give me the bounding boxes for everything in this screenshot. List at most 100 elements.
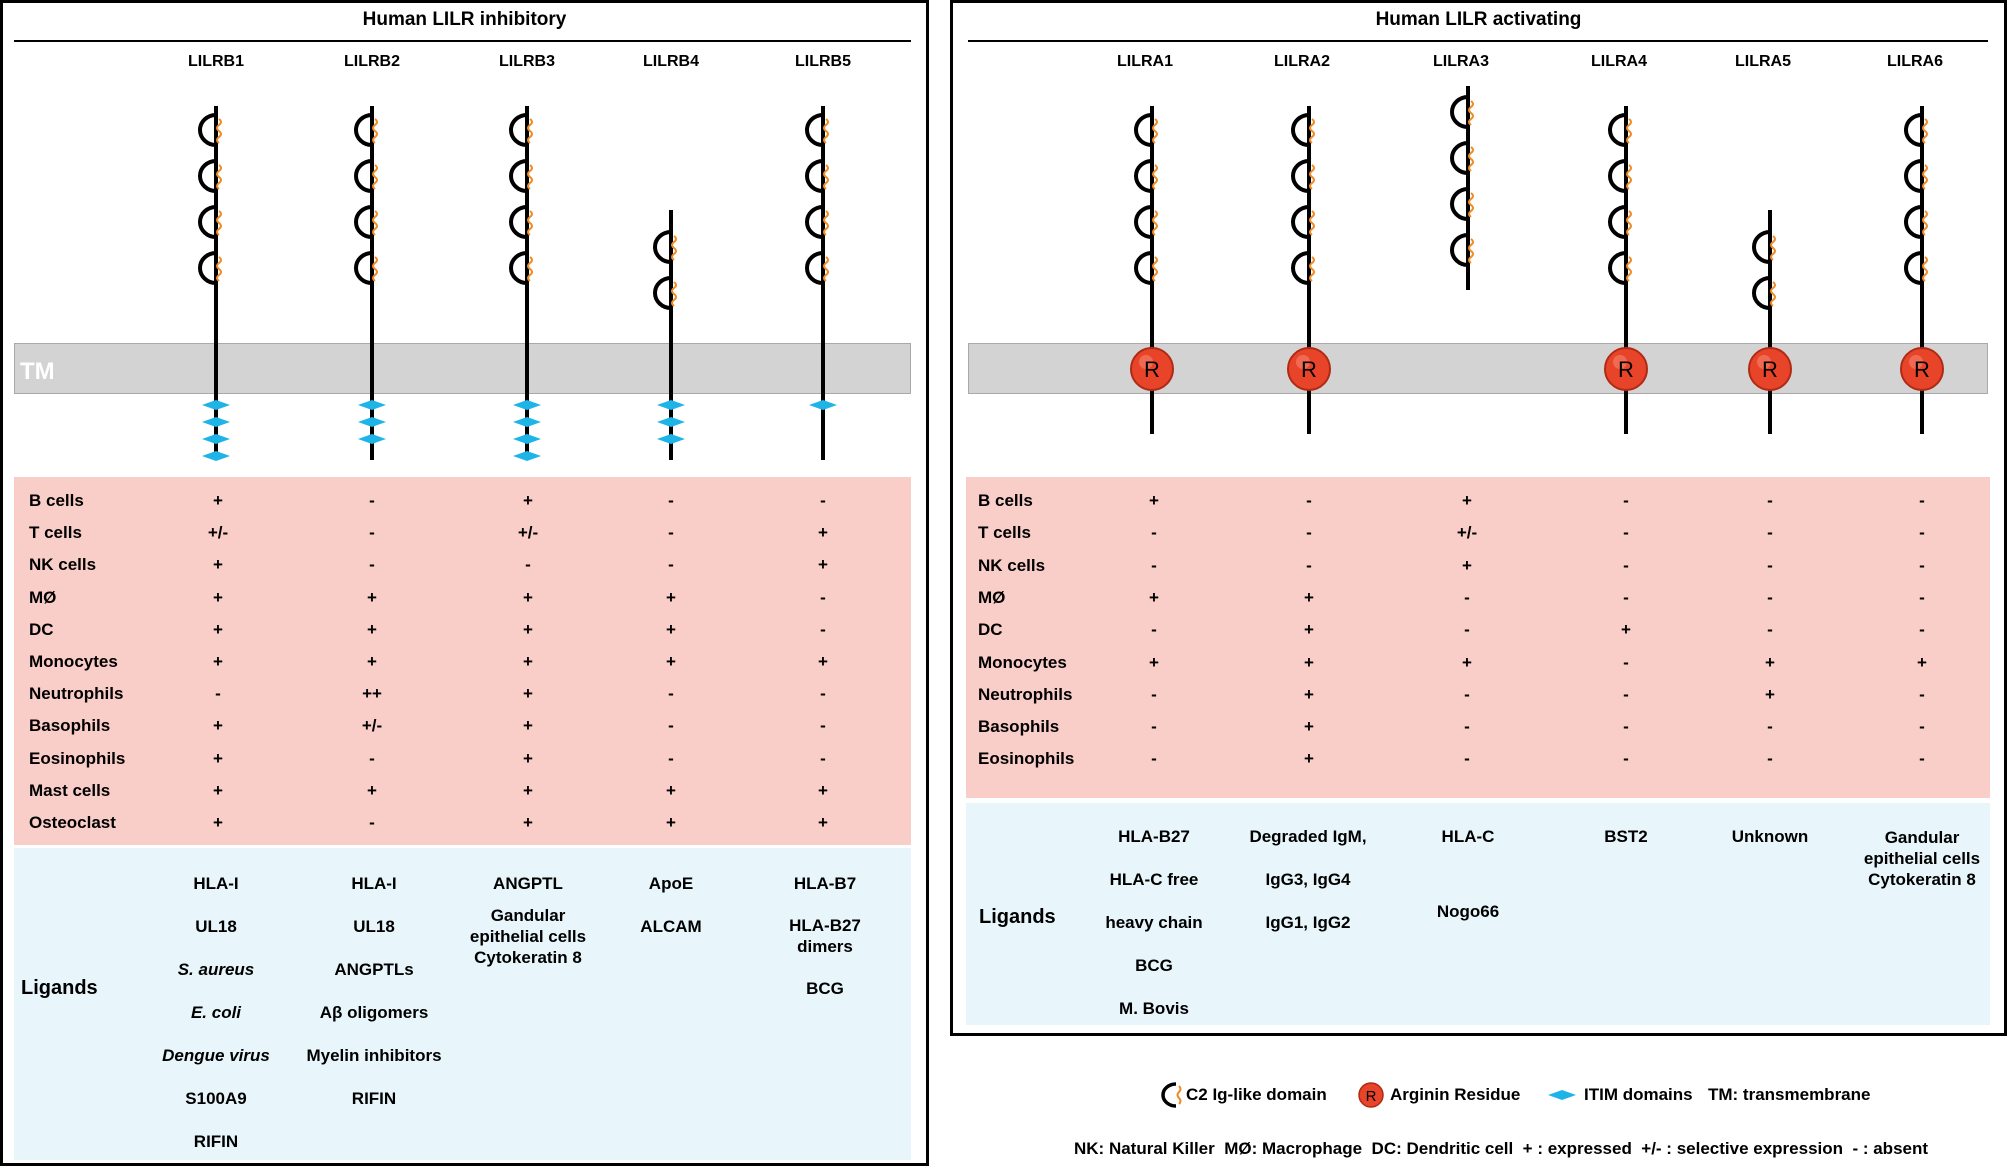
c2-domain-lilrb5-4 bbox=[805, 251, 829, 285]
expression-cell: - bbox=[668, 716, 674, 736]
expression-row-label: B cells bbox=[29, 491, 84, 510]
expression-cell: - bbox=[1767, 523, 1773, 543]
ligand-item: Nogo66 bbox=[1436, 902, 1500, 921]
c2-domain-lilra1-4 bbox=[1134, 251, 1158, 285]
expression-cell: - bbox=[1623, 749, 1629, 769]
expression-cell: - bbox=[1767, 491, 1773, 510]
expression-cell: - bbox=[1919, 620, 1925, 640]
expression-cell: - bbox=[1767, 555, 1773, 575]
expression-cell: + bbox=[818, 813, 828, 832]
expression-cell: - bbox=[668, 748, 674, 768]
c2-domain-lilrb3-3 bbox=[509, 205, 533, 239]
expression-cell: + bbox=[818, 523, 828, 543]
c2-domain-lilrb4-2 bbox=[653, 276, 677, 310]
inhibitory-expression-table bbox=[14, 477, 911, 845]
expression-cell: - bbox=[1151, 717, 1157, 737]
expression-cell: - bbox=[820, 619, 826, 639]
ligand-item: heavy chain bbox=[1105, 913, 1203, 932]
expression-cell: - bbox=[1767, 749, 1773, 769]
expression-cell: + bbox=[666, 652, 676, 671]
expression-cell: - bbox=[1919, 523, 1925, 543]
expression-cell: + bbox=[666, 587, 676, 607]
expression-cell: + bbox=[1462, 491, 1472, 510]
itim-lilrb1-1 bbox=[202, 400, 230, 410]
ligands-label: Ligands bbox=[979, 906, 1056, 928]
expression-cell: + bbox=[1765, 652, 1775, 672]
ligand-item: HLA-B27 bbox=[1118, 827, 1190, 846]
expression-cell: + bbox=[1462, 555, 1472, 575]
c2-domain-lilra1-2 bbox=[1134, 159, 1158, 193]
ligand-item: E. coli bbox=[190, 1003, 242, 1022]
c2-domain-lilra1-3 bbox=[1134, 205, 1158, 239]
legend-tm-label: TM: transmembrane bbox=[1708, 1085, 1871, 1104]
expression-cell: + bbox=[523, 780, 533, 800]
inhibitory-title-rule bbox=[14, 40, 911, 42]
ligand-list-lilra6: Gandular epithelial cells Cytokeratin 8 bbox=[1837, 815, 2007, 890]
c2-domain-lilra3-3 bbox=[1450, 187, 1474, 221]
expression-cell: + bbox=[1304, 749, 1314, 769]
receptor-name-lilrb1: LILRB1 bbox=[188, 53, 244, 70]
expression-cell: - bbox=[1919, 555, 1925, 575]
expression-cell: + bbox=[1917, 652, 1927, 672]
expression-cell: + bbox=[818, 780, 828, 800]
expression-cell: - bbox=[369, 813, 375, 832]
expression-cell: - bbox=[1919, 491, 1925, 510]
expression-cell: - bbox=[1464, 587, 1470, 607]
receptor-name-lilra2: LILRA2 bbox=[1274, 53, 1330, 70]
ligand-item: BST2 bbox=[1604, 827, 1648, 846]
expression-cell: + bbox=[213, 716, 223, 736]
expression-cell: + bbox=[666, 619, 676, 639]
tm-label: TM bbox=[20, 358, 55, 385]
ligand-item: S. aureus bbox=[177, 960, 255, 979]
expression-cell: ++ bbox=[362, 684, 382, 704]
itim-lilrb3-1 bbox=[513, 400, 541, 410]
c2-domain-lilra3-4 bbox=[1450, 233, 1474, 267]
c2-domain-lilra5-1 bbox=[1752, 230, 1776, 264]
expression-cell: - bbox=[1151, 684, 1157, 704]
expression-cell: + bbox=[523, 716, 533, 736]
itim-lilrb2-1 bbox=[358, 400, 386, 410]
receptor-name-lilra3: LILRA3 bbox=[1433, 53, 1489, 70]
c2-domain-lilra1-1 bbox=[1134, 113, 1158, 147]
receptor-name-lilra5: LILRA5 bbox=[1735, 53, 1791, 70]
itim-lilrb1-2 bbox=[202, 417, 230, 427]
expression-cell: - bbox=[1767, 620, 1773, 640]
expression-cell: - bbox=[820, 491, 826, 510]
expression-cell: + bbox=[818, 555, 828, 575]
ligand-item: IgG3, IgG4 bbox=[1265, 870, 1351, 889]
svg-text:R: R bbox=[1366, 1088, 1377, 1105]
expression-cell: + bbox=[367, 587, 377, 607]
ligand-item: Dengue virus bbox=[162, 1046, 270, 1065]
c2-domain-lilrb4-1 bbox=[653, 230, 677, 264]
ligand-item: M. Bovis bbox=[1119, 999, 1189, 1018]
expression-cell: + bbox=[367, 780, 377, 800]
ligands-label: Ligands bbox=[21, 977, 98, 999]
expression-cell: + bbox=[1462, 652, 1472, 672]
expression-cell: - bbox=[1623, 587, 1629, 607]
expression-cell: + bbox=[523, 748, 533, 768]
ligand-item: IgG1, IgG2 bbox=[1265, 913, 1351, 932]
expression-row-label: Mast cells bbox=[29, 780, 111, 800]
expression-cell: +/- bbox=[207, 523, 229, 543]
ligand-item: HLA-B27 dimers bbox=[789, 916, 861, 956]
expression-cell: +/- bbox=[1456, 523, 1478, 543]
ligand-item: BCG bbox=[806, 979, 844, 998]
c2-domain-lilra3-2 bbox=[1450, 141, 1474, 175]
itim-lilrb4-1 bbox=[657, 400, 685, 410]
legend-itim-label: ITIM domains bbox=[1584, 1085, 1693, 1104]
expression-cell: +/- bbox=[361, 716, 383, 736]
expression-cell: - bbox=[1151, 523, 1157, 543]
ligand-item: Gandular epithelial cells Cytokeratin 8 bbox=[1863, 828, 1981, 889]
inhibitory-title: Human LILR inhibitory bbox=[362, 9, 567, 30]
c2-domain-lilra4-2 bbox=[1608, 159, 1632, 193]
expression-cell: - bbox=[1306, 555, 1312, 575]
c2-domain-lilra6-4 bbox=[1904, 251, 1928, 285]
expression-row-label: MØ bbox=[29, 587, 57, 607]
itim-lilrb3-3 bbox=[513, 434, 541, 444]
expression-row-label: NK cells bbox=[29, 555, 97, 575]
c2-domain-lilra2-1 bbox=[1291, 113, 1315, 147]
arginine-residue-lilra6: R bbox=[1900, 347, 1944, 391]
arginine-residue-lilra4: R bbox=[1604, 347, 1648, 391]
